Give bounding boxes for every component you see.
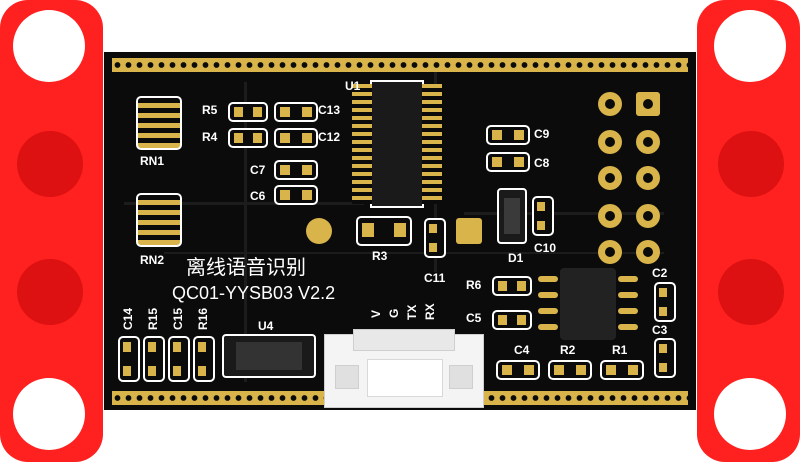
label-r6: R6 [466, 278, 482, 292]
c14-component [118, 336, 140, 382]
c8-component [486, 152, 530, 172]
c15-component [168, 336, 190, 382]
u1-left-pads [352, 84, 372, 204]
board-model: QC01-YYSB03 V2.2 [172, 283, 336, 303]
label-c6: C6 [250, 189, 266, 203]
label-c4: C4 [514, 343, 530, 357]
label-c7: C7 [250, 163, 266, 177]
label-c8: C8 [534, 156, 550, 170]
right-mounting-plate [697, 0, 800, 462]
label-c10: C10 [534, 241, 557, 255]
header-pin [598, 166, 622, 190]
label-r16: R16 [196, 307, 210, 330]
header-pin [598, 204, 622, 228]
label-c14: C14 [121, 307, 135, 330]
pin-label-tx: TX [405, 304, 419, 320]
label-c9: C9 [534, 127, 550, 141]
r4-component [228, 128, 268, 148]
plate-dimple [17, 131, 83, 197]
label-c15: C15 [171, 307, 185, 330]
r2-component [548, 360, 592, 380]
header-pin-1 [636, 92, 660, 116]
header-pin [598, 240, 622, 264]
u4-component [222, 334, 316, 378]
label-c5: C5 [466, 311, 482, 325]
label-rn2: RN2 [140, 253, 165, 267]
c4-component [496, 360, 540, 380]
c5-component [492, 310, 532, 330]
label-c12: C12 [318, 130, 341, 144]
c6-component [274, 185, 318, 205]
label-u1: U1 [345, 79, 361, 93]
header-pin [636, 130, 660, 154]
d1-diode [497, 188, 527, 244]
mounting-hole [13, 378, 85, 450]
c9-component [486, 125, 530, 145]
pin-label-g: G [387, 308, 401, 318]
r5-component [228, 102, 268, 122]
soic8-chip [560, 268, 616, 340]
c12-component [274, 128, 318, 148]
c11-component [424, 218, 446, 258]
r3-component [356, 216, 412, 246]
r16-component [193, 336, 215, 382]
left-mounting-plate [0, 0, 103, 462]
board-title-cn: 离线语音识别 [186, 257, 306, 279]
label-r2: R2 [560, 343, 576, 357]
plate-dimple [17, 259, 83, 325]
square-pad [456, 218, 482, 244]
4-pin-connector[interactable] [324, 329, 484, 408]
r15-component [143, 336, 165, 382]
label-c2: C2 [652, 266, 668, 280]
label-r15: R15 [146, 307, 160, 330]
header-pin [636, 166, 660, 190]
top-pin-row [112, 58, 688, 72]
header-pin [598, 92, 622, 116]
label-c11: C11 [424, 271, 446, 285]
plate-dimple [718, 259, 784, 325]
label-rn1: RN1 [140, 154, 165, 168]
c2-component [654, 282, 676, 322]
label-r1: R1 [612, 343, 628, 357]
header-pin [636, 240, 660, 264]
round-pad [306, 218, 332, 244]
c7-component [274, 160, 318, 180]
label-r4: R4 [202, 130, 218, 144]
c13-component [274, 102, 318, 122]
c10-component [532, 196, 554, 236]
rn1-component [136, 96, 182, 150]
plate-dimple [718, 131, 784, 197]
u1-chip [370, 80, 424, 208]
mounting-hole [714, 10, 786, 82]
mounting-hole [714, 378, 786, 450]
label-r5: R5 [202, 103, 218, 117]
r1-component [600, 360, 644, 380]
label-c13: C13 [318, 103, 341, 117]
pin-label-rx: RX [423, 303, 437, 320]
rn2-component [136, 193, 182, 247]
c3-component [654, 338, 676, 378]
label-c3: C3 [652, 323, 668, 337]
label-u4: U4 [258, 319, 274, 333]
label-d1: D1 [508, 251, 524, 265]
pin-label-v: V [369, 309, 383, 318]
mounting-hole [13, 10, 85, 82]
header-pin [636, 204, 660, 228]
label-r3: R3 [372, 249, 388, 263]
r6-component [492, 276, 532, 296]
header-pin [598, 130, 622, 154]
u1-right-pads [422, 84, 442, 204]
